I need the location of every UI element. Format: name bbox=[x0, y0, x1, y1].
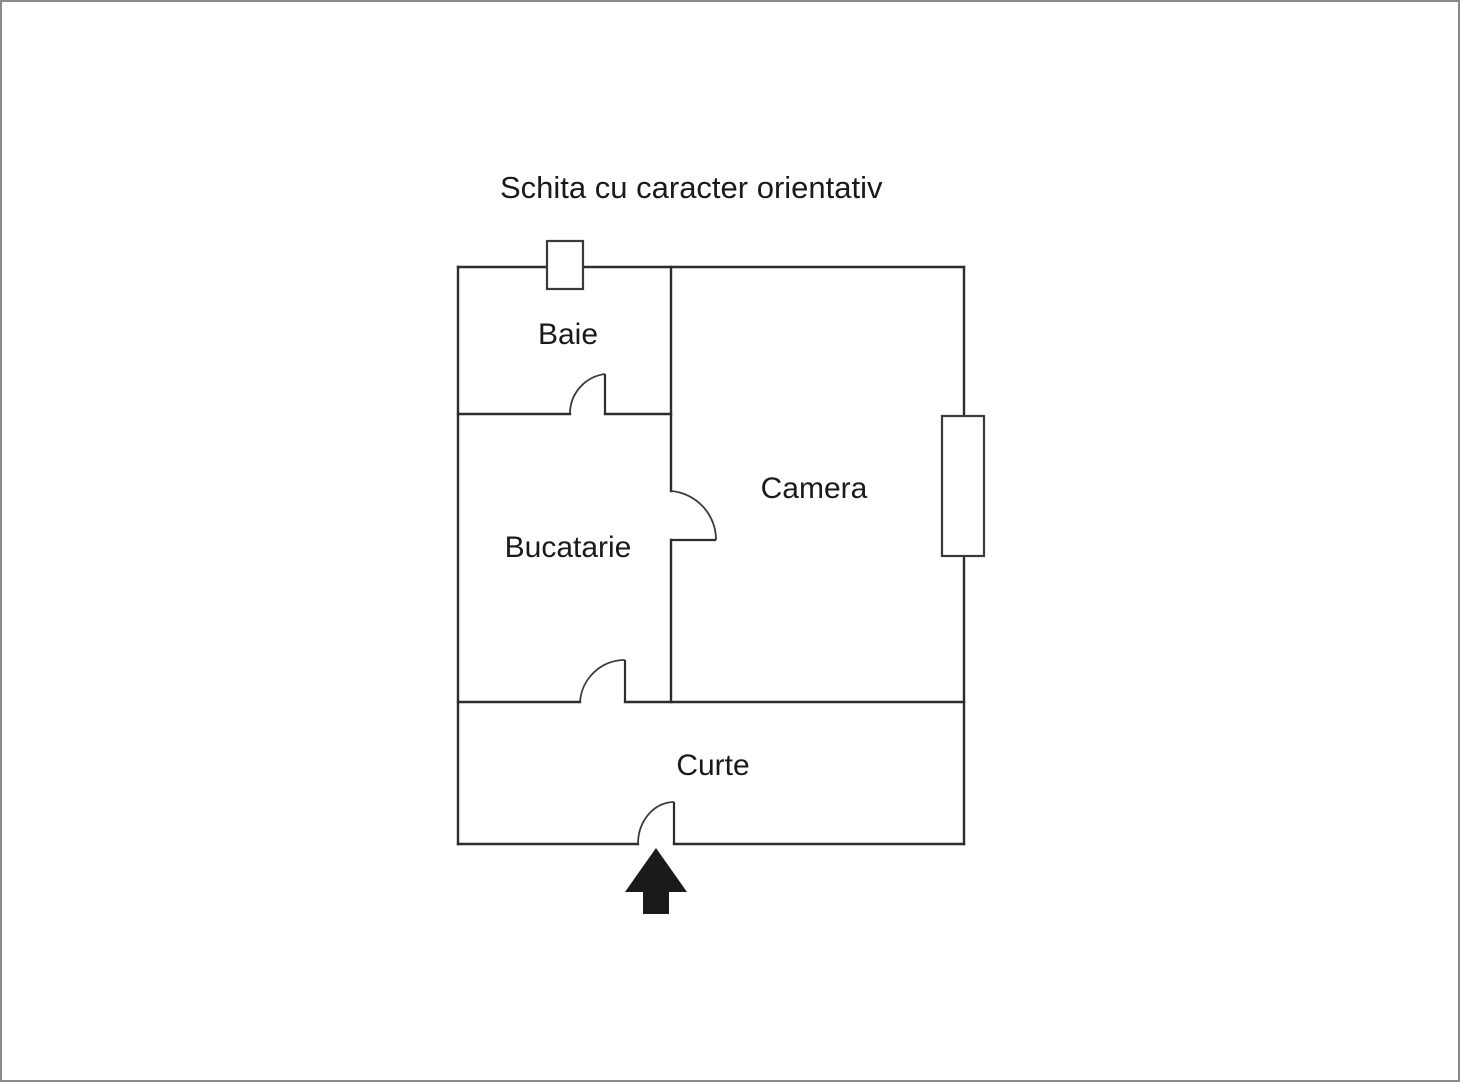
room-label-camera: Camera bbox=[761, 472, 868, 505]
windows bbox=[545, 239, 986, 558]
door-camera-swing-arc-icon bbox=[670, 490, 717, 541]
room-labels: Baie Bucatarie Camera Curte bbox=[505, 318, 868, 782]
door-baie bbox=[569, 373, 607, 415]
door-baie-swing-arc-icon bbox=[569, 373, 606, 415]
window-right-camera-icon bbox=[940, 414, 986, 558]
room-label-baie: Baie bbox=[538, 318, 598, 351]
room-label-bucatarie: Bucatarie bbox=[505, 531, 632, 564]
door-bucatarie-curte-swing-arc-icon bbox=[579, 659, 626, 703]
door-entrance-swing-arc-icon bbox=[637, 801, 675, 845]
plan-title: Schita cu caracter orientativ bbox=[500, 170, 883, 205]
interior-walls bbox=[456, 265, 966, 704]
door-entrance-curte bbox=[637, 801, 676, 845]
room-label-curte: Curte bbox=[676, 749, 749, 782]
door-camera bbox=[670, 490, 717, 542]
exterior-walls bbox=[456, 265, 966, 846]
window-top-baie-icon bbox=[545, 239, 585, 291]
entrance-direction-arrow-icon bbox=[625, 848, 687, 914]
door-bucatarie-curte bbox=[579, 659, 627, 703]
